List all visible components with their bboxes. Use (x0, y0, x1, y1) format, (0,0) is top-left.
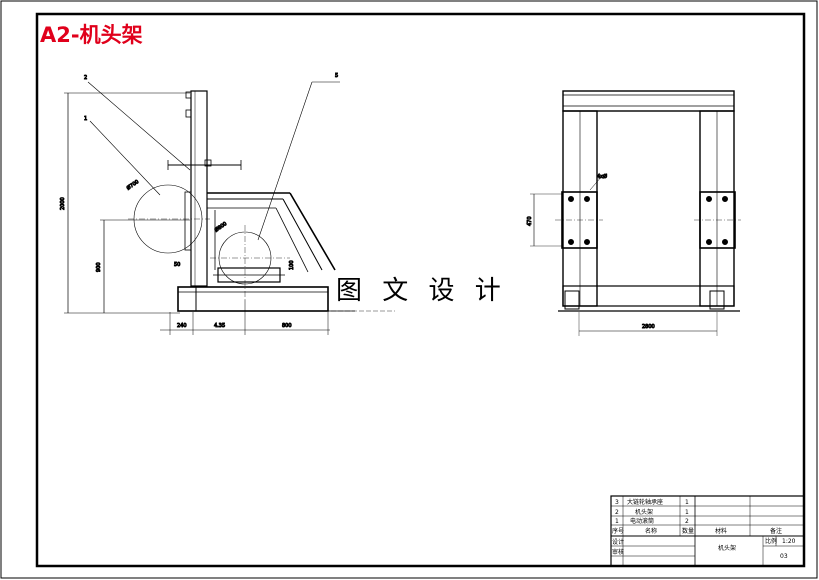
drawing-title: A2-机头架 (40, 23, 143, 47)
scale-value: 1:20 (782, 538, 796, 545)
slant-strut-inner (282, 198, 323, 271)
leader-balloon-2 (87, 81, 191, 171)
bom-index-1: 1 (615, 518, 619, 525)
vertical-column (190, 90, 208, 287)
inner-frame (35, 12, 806, 568)
dim-text-block-height: 470 (527, 216, 533, 226)
base-frame (177, 286, 329, 312)
bolt-hole-l4 (584, 239, 590, 245)
right-foot (709, 290, 725, 310)
title-block-frame (610, 495, 805, 567)
header-material: 材料 (715, 527, 727, 535)
column-bracket (185, 109, 192, 118)
watermark-background (332, 273, 488, 307)
left-foot (564, 290, 580, 310)
leader-balloon-5 (257, 81, 313, 241)
dim-text-small-offset: 50 (174, 262, 180, 268)
dim-text-small-height: 100 (289, 260, 295, 270)
bolt-hole-r2 (722, 196, 728, 202)
column-cross-arm-lug (204, 159, 212, 167)
dim-text-overall-height: 2000 (60, 197, 66, 210)
bom-qty-2: 1 (685, 509, 689, 516)
header-remark: 备注 (770, 527, 782, 535)
dim-text-overall-width: 2800 (642, 324, 655, 330)
bottom-beam (562, 285, 735, 307)
column-side-plate (184, 191, 192, 251)
slant-strut-outer (289, 192, 336, 271)
header-qty: 数量 (682, 527, 694, 535)
bom-name-3: 大链轮轴承座 (627, 498, 663, 506)
bolt-hole-r4 (722, 239, 728, 245)
top-beam (562, 90, 735, 112)
balloon-2: 2 (84, 75, 87, 81)
bom-index-2: 2 (615, 509, 619, 516)
drawing-name: 机头架 (718, 544, 736, 552)
scale-label: 比例 (765, 537, 777, 545)
balloon-1: 1 (84, 116, 87, 122)
bolt-leader (589, 175, 603, 191)
slant-strut-inner2 (275, 207, 309, 273)
designer-label: 设计 (612, 538, 624, 546)
bolt-hole-l2 (584, 196, 590, 202)
bolt-hole-l1 (568, 196, 574, 202)
bom-index-3: 3 (615, 499, 619, 506)
dim-text-left-dia: Ø700 (125, 178, 140, 191)
watermark-text: 图 文 设 计 (336, 276, 507, 306)
side-view: 2000 900 2 1 5 Ø700 Ø800 (60, 73, 395, 335)
dim-text-base-a: 240 (177, 323, 187, 329)
header-name: 名称 (645, 527, 657, 535)
bolt-hole-r1 (706, 196, 712, 202)
dim-text-base-c: 800 (282, 323, 292, 329)
dim-text-base-b: 4.35 (214, 323, 225, 329)
header-index: 序号 (612, 527, 624, 535)
bom-qty-3: 1 (685, 499, 689, 506)
column-top-plate (185, 91, 192, 99)
bom-name-1: 电动滚筒 (630, 517, 654, 525)
bom-name-2: 机头架 (635, 508, 653, 516)
leader-balloon-1 (89, 120, 161, 196)
bolt-hole-r3 (706, 239, 712, 245)
bom-qty-1: 2 (685, 518, 689, 525)
balloon-5: 5 (335, 73, 338, 79)
bolt-hole-l3 (568, 239, 574, 245)
sheet-number: 03 (780, 553, 788, 560)
title-block (610, 495, 805, 567)
dim-text-lower-height: 900 (96, 262, 102, 272)
bolt-note: 4xØ (597, 173, 607, 180)
front-view: 4xØ 470 2800 (527, 90, 741, 336)
reviewer-label: 审核 (612, 548, 624, 556)
